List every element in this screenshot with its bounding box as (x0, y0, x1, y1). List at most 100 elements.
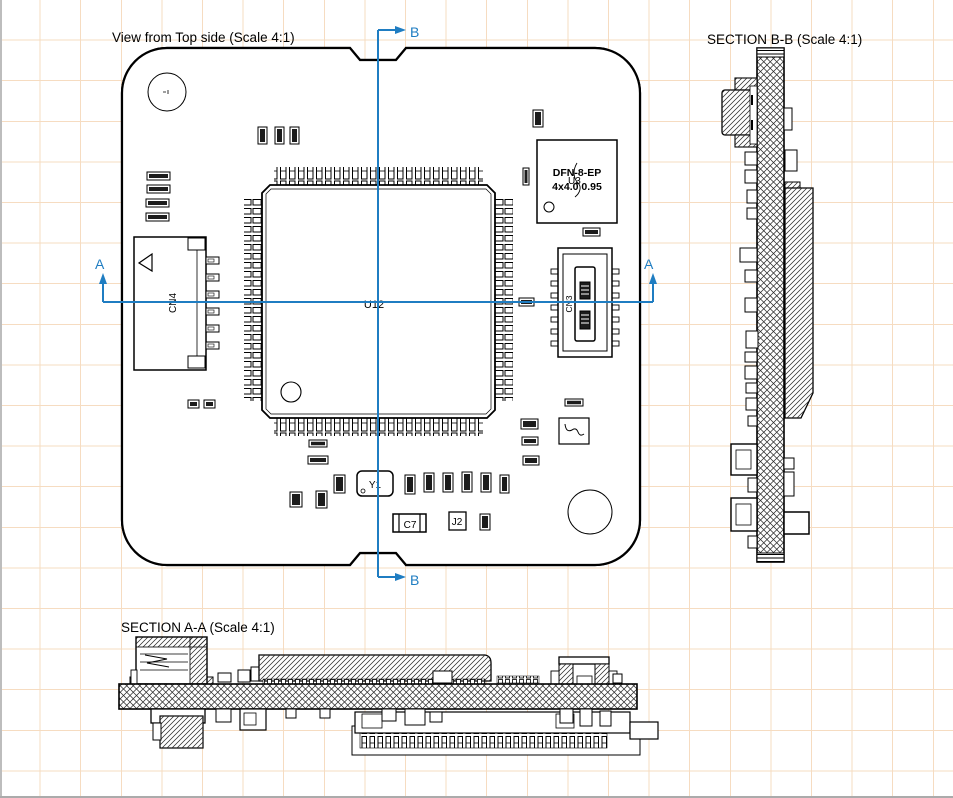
section-line-bb: B B (377, 24, 419, 588)
dfn-line2: 4x4.0 0.95 (552, 181, 602, 193)
top-view: U12 CN4 (120, 46, 642, 567)
canvas-frame-bottom (0, 796, 953, 798)
bb-right-part (783, 471, 795, 497)
section-marker-b-top: B (410, 24, 419, 40)
aa-small-part (599, 710, 612, 727)
bb-right-part (783, 511, 810, 535)
passive-body (292, 494, 300, 505)
aa-small-parts (215, 669, 623, 727)
bb-left-part (747, 415, 758, 427)
bb-left-part (744, 365, 758, 380)
c7-label: C7 (404, 520, 417, 531)
qfp-pin1-mark (280, 381, 302, 403)
top-view-title: View from Top side (Scale 4:1) (112, 30, 295, 45)
cn4-pin-tip (207, 343, 215, 348)
bb-right-part (784, 149, 798, 172)
aa-pad-row (496, 675, 540, 684)
aa-small-part (429, 711, 443, 723)
passive-body (190, 402, 197, 406)
passive-body (318, 493, 325, 506)
section-marker-a-right: A (644, 256, 654, 272)
passive-body (148, 201, 167, 205)
aa-cn4-section (129, 636, 214, 685)
passive-body (524, 439, 536, 443)
bb-left-part (745, 397, 758, 411)
qfp-u12-label: U12 (364, 299, 384, 311)
cn3-label: CN3 (564, 295, 574, 312)
passive-body (206, 402, 213, 406)
cn4-pin-tip (207, 292, 215, 297)
aa-bottom-part-block (239, 708, 267, 731)
bb-left-part (744, 351, 758, 363)
aa-small-part (559, 708, 574, 724)
section-bb-title: SECTION B-B (Scale 4:1) (707, 32, 862, 47)
passive-body (277, 129, 282, 142)
cn4-pin-tip (207, 258, 215, 263)
passive-body (426, 475, 432, 490)
section-marker-b-bottom: B (410, 572, 419, 588)
cn4-pins (205, 256, 220, 350)
passive-body (149, 187, 168, 191)
passive-components (145, 109, 601, 531)
section-aa-title: SECTION A-A (Scale 4:1) (121, 620, 275, 635)
qfp-pins-right (495, 197, 513, 401)
aa-qfp-section (250, 654, 492, 686)
cap-c7: C7 (392, 513, 427, 533)
aa-small-part (404, 708, 426, 726)
bb-left-part (746, 207, 758, 220)
bb-left-part (747, 477, 758, 493)
aa-bottom-connector-center (351, 711, 659, 756)
cn4-pin1-triangle (137, 252, 153, 273)
canvas-frame-left (0, 0, 2, 798)
bb-left-part (745, 330, 759, 349)
passive-body (148, 215, 167, 219)
aa-small-part (217, 672, 232, 683)
aa-small-part (612, 673, 623, 684)
bb-left-part (744, 269, 758, 283)
cn3-pins (550, 268, 620, 347)
mounting-hole-bottomright (567, 489, 613, 535)
dfn-leader-squiggle (573, 162, 581, 198)
passive-body (464, 474, 470, 490)
aa-small-part (579, 708, 593, 727)
cn3-contact-pad (579, 310, 591, 330)
bb-connector-inner (735, 449, 752, 470)
passive-body (292, 129, 297, 142)
passive-body (523, 421, 536, 427)
bb-left-part (744, 169, 758, 184)
bb-left-part (746, 189, 758, 204)
bb-left-part (745, 382, 758, 394)
passive-body (336, 477, 343, 491)
passive-body (483, 475, 489, 490)
passive-body (407, 477, 413, 492)
bb-connector-body (730, 443, 758, 476)
dfn-line1: DFN-8-EP (553, 167, 601, 179)
aa-small-part (215, 708, 232, 723)
dfn-refdes: U3 (568, 176, 581, 187)
passive-body (311, 441, 325, 446)
y1-label: Y1 (369, 480, 382, 491)
section-line-aa: A A (95, 256, 657, 303)
ic-dfn8-u3: DFN-8-EP 4x4.0 0.95 U3 (536, 139, 618, 224)
pcb-cross-section-aa-hatch (118, 683, 638, 710)
bb-left-part (744, 151, 758, 166)
passive-body (585, 230, 598, 234)
cn4-pin-tip (207, 309, 215, 314)
aa-small-part (432, 670, 453, 684)
jumper-j2: J2 (448, 511, 467, 531)
pcb-cross-section-bb-hatch (756, 47, 785, 563)
passive-body (482, 516, 488, 528)
passive-body (524, 170, 528, 183)
bb-left-part (747, 535, 758, 549)
qfp-body-inner (265, 188, 492, 415)
passive-body (445, 475, 451, 490)
bb-left-part (739, 247, 758, 263)
bb-notch-cap-bottom (756, 552, 785, 563)
bb-qfp-section (784, 181, 814, 419)
section-aa-view (118, 636, 659, 756)
aa-cn3-section (550, 656, 618, 685)
bb-connector-inner (735, 503, 752, 526)
dfn-pin1-mark (543, 201, 555, 213)
